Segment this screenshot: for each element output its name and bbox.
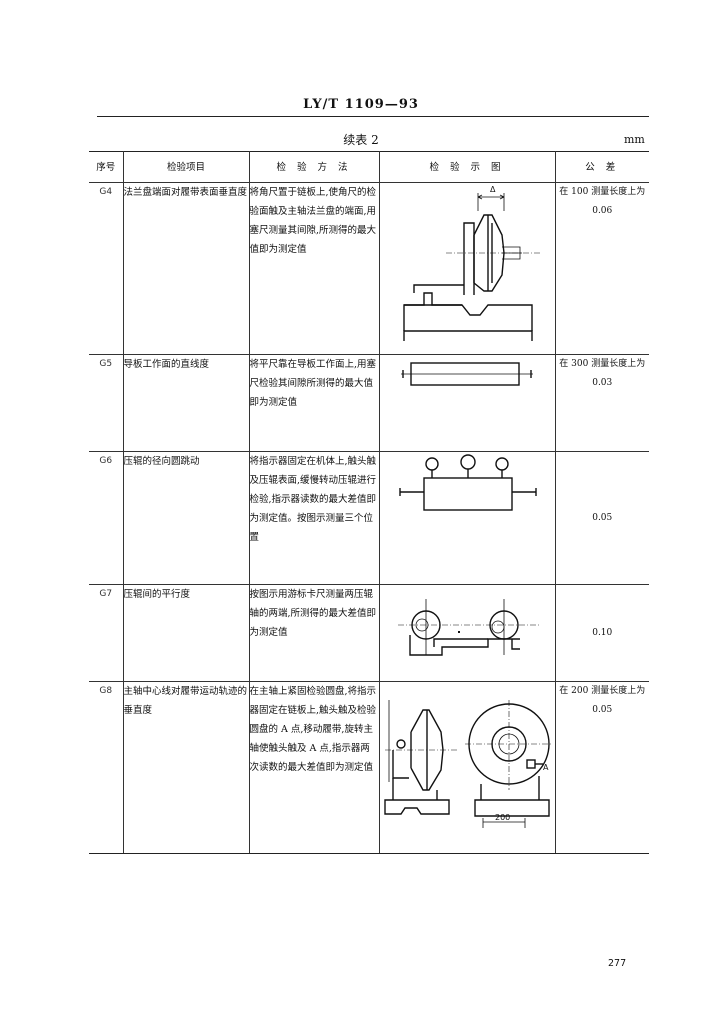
col-header-item: 检验项目: [122, 151, 250, 183]
check-item: 压辊的径向圆跳动: [122, 451, 250, 585]
unit-label: mm: [624, 133, 645, 146]
check-method: 在主轴上紧固检验圆盘,将指示器固定在链板上,触头触及检验圆盘的 A 点,移动履带…: [248, 681, 380, 854]
check-method: 将角尺置于链板上,使角尺的检验面触及主轴法兰盘的端面,用塞尺测量其间隙,所测得的…: [248, 182, 380, 355]
check-figure: [378, 451, 556, 585]
flange-squareness-diagram: Δ: [403, 185, 540, 341]
check-method: 将平尺靠在导板工作面上,用塞尺检验其间隙所测得的最大值即为测定值: [248, 354, 380, 452]
tolerance-value: 0.10: [592, 627, 613, 638]
point-a-label: A: [543, 763, 549, 772]
table-row: G6 压辊的径向圆跳动 将指示器固定在机体上,触头触及压辊表面,缓慢转动压辊进行…: [89, 451, 649, 585]
dimension-label: 200: [495, 813, 510, 822]
check-method: 按图示用游标卡尺测量两压辊轴的两端,所测得的最大差值即为测定值: [248, 584, 380, 682]
tolerance-value: 0.06: [592, 206, 613, 216]
check-item: 导板工作面的直线度: [122, 354, 250, 452]
tolerance-line: 在 300 测量长度上为: [559, 359, 646, 369]
header-rule: [97, 116, 649, 117]
tolerance: 在 100 测量长度上为 0.06: [554, 182, 649, 355]
check-figure: Δ: [378, 182, 556, 355]
col-header-figure: 检 验 示 图: [378, 151, 556, 183]
col-header-method: 检 验 方 法: [248, 151, 380, 183]
row-number: G5: [89, 354, 124, 452]
check-item: 主轴中心线对履带运动轨迹的垂直度: [122, 681, 250, 854]
tolerance-line: 在 200 测量长度上为: [559, 686, 646, 696]
tolerance-value: 0.03: [592, 378, 613, 388]
tolerance: 0.05: [554, 451, 649, 585]
table-row: G7 压辊间的平行度 按图示用游标卡尺测量两压辊轴的两端,所测得的最大差值即为测…: [89, 584, 649, 682]
tolerance: 0.10: [554, 584, 649, 682]
inspection-table: 序号 检验项目 检 验 方 法 检 验 示 图 公 差 G4 法兰盘端面对履带表…: [89, 151, 649, 854]
tolerance: 在 300 测量长度上为 0.03: [554, 354, 649, 452]
check-item: 法兰盘端面对履带表面垂直度: [122, 182, 250, 355]
spindle-perpendicularity-diagram: A 200: [384, 700, 553, 828]
check-figure: [378, 354, 556, 452]
col-header-no: 序号: [89, 151, 124, 183]
roller-runout-diagram: [399, 454, 537, 511]
table-caption: 续表 2: [343, 133, 379, 147]
delta-label: Δ: [490, 185, 496, 194]
row-number: G6: [89, 451, 124, 585]
tolerance: 在 200 测量长度上为 0.05: [554, 681, 649, 854]
tolerance-value: 0.05: [592, 705, 613, 715]
table-header-row: 序号 检验项目 检 验 方 法 检 验 示 图 公 差: [89, 151, 649, 183]
row-number: G8: [89, 681, 124, 854]
check-method: 将指示器固定在机体上,触头触及压辊表面,缓慢转动压辊进行检验,指示器读数的最大差…: [248, 451, 380, 585]
page-number: 277: [608, 958, 627, 969]
row-number: G7: [89, 584, 124, 682]
straight-edge-diagram: [401, 362, 533, 386]
standard-code: LY/T 1109—93: [303, 97, 419, 112]
tolerance-line: 在 100 测量长度上为: [559, 187, 646, 197]
check-figure: [378, 584, 556, 682]
row-number: G4: [89, 182, 124, 355]
table-row: G8 主轴中心线对履带运动轨迹的垂直度 在主轴上紧固检验圆盘,将指示器固定在链板…: [89, 681, 649, 854]
table-row: G5 导板工作面的直线度 将平尺靠在导板工作面上,用塞尺检验其间隙所测得的最大值…: [89, 354, 649, 452]
roller-parallelism-diagram: [398, 599, 540, 656]
check-figure: A 200: [378, 681, 556, 854]
table-row: G4 法兰盘端面对履带表面垂直度 将角尺置于链板上,使角尺的检验面触及主轴法兰盘…: [89, 182, 649, 355]
tolerance-value: 0.05: [592, 512, 613, 523]
check-item: 压辊间的平行度: [122, 584, 250, 682]
col-header-tolerance: 公 差: [554, 151, 649, 183]
